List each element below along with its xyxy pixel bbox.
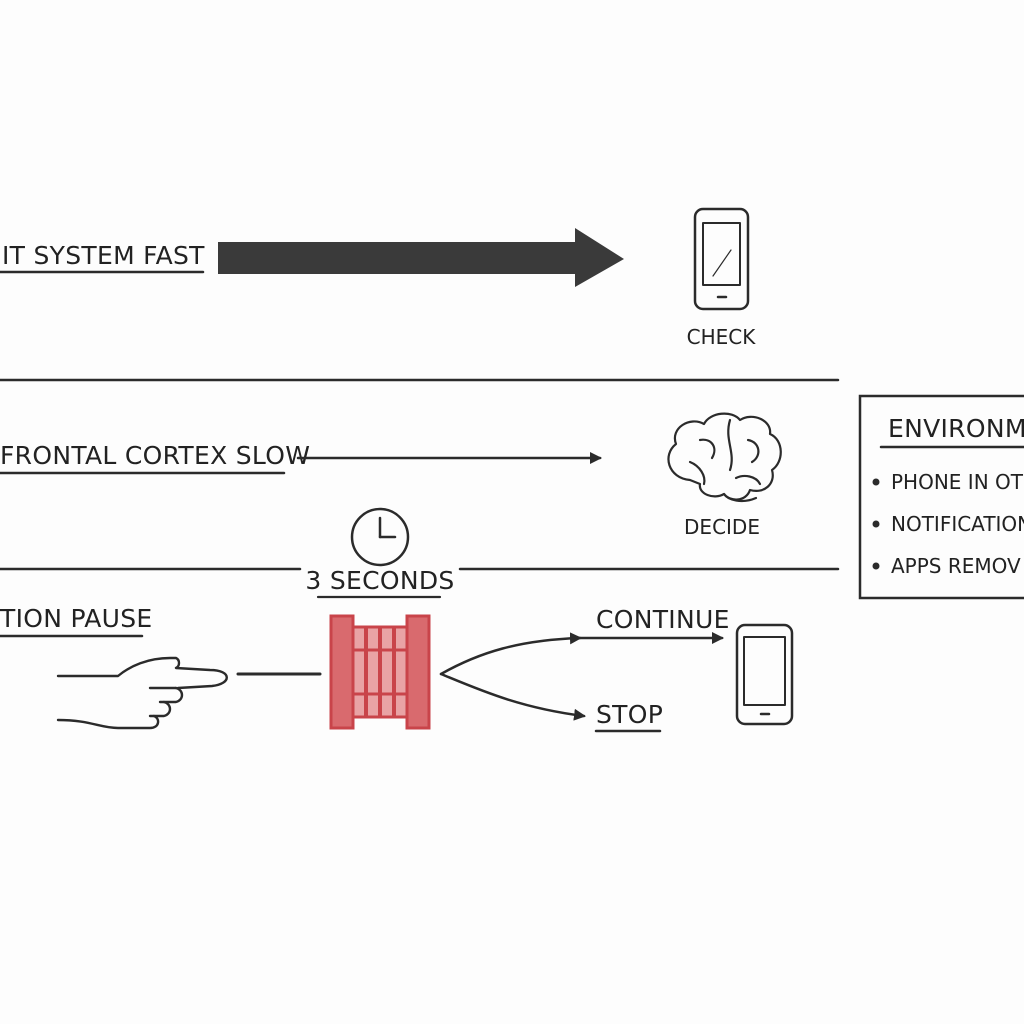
decide-label: DECIDE [684,515,760,539]
environment-item: NOTIFICATION [891,512,1024,536]
stop-label: STOP [596,700,663,729]
habit-label: IT SYSTEM FAST [2,241,205,270]
environment-item: PHONE IN OTH [891,470,1024,494]
fast-arrow [218,228,624,287]
clock-icon [350,507,410,567]
continue-label: CONTINUE [596,605,730,634]
brain-icon [667,412,782,503]
pause-label: TION PAUSE [0,604,153,633]
cortex-label: FRONTAL CORTEX SLOW [0,441,310,470]
habit-row: IT SYSTEM FAST CHECK [0,207,757,349]
gate-icon [329,614,431,730]
pause-row: TION PAUSE CONTINUE STOP [0,604,794,733]
smartphone-icon [735,623,794,726]
continue-arrow [439,632,582,676]
bullet-icon [872,562,880,570]
environment-title: ENVIRONM [888,414,1024,443]
environment-item: APPS REMOV [891,554,1021,578]
environment-box: ENVIRONM PHONE IN OTH NOTIFICATION APPS … [858,394,1024,600]
smartphone-icon [693,207,750,311]
bullet-icon [872,520,880,528]
check-label: CHECK [687,325,757,349]
pointing-hand-icon [56,656,228,730]
cortex-row: FRONTAL CORTEX SLOW DECIDE [0,412,782,539]
timer-label: 3 SECONDS [305,566,454,595]
stop-arrow [439,672,586,721]
bullet-icon [872,478,880,486]
